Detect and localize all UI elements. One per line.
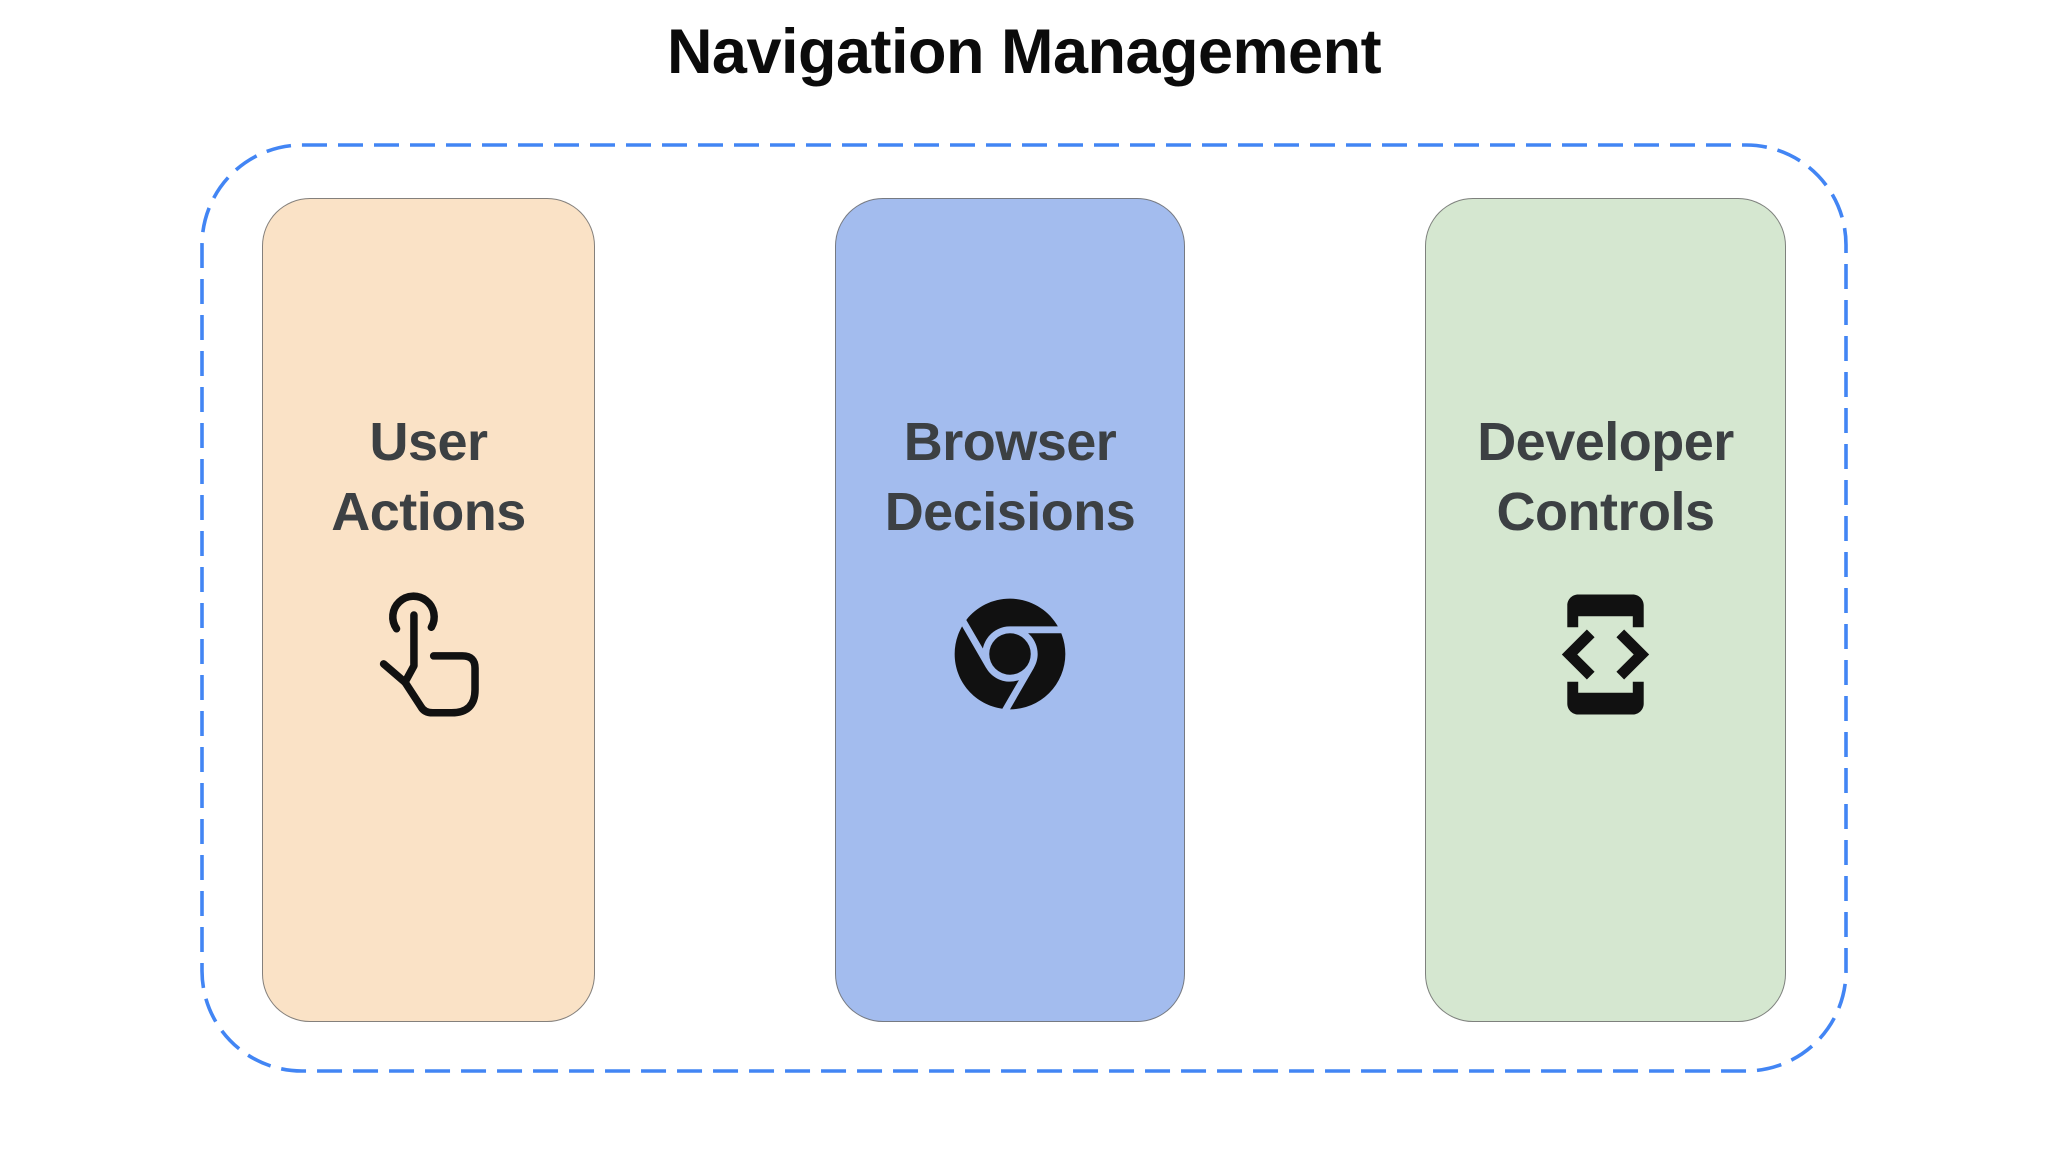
dashed-group-border	[200, 143, 1848, 1073]
card-developer-controls: Developer Controls	[1425, 198, 1786, 1022]
page-title: Navigation Management	[666, 17, 1382, 87]
dashed-border-drawing	[200, 143, 1848, 1073]
touch-gesture-icon	[365, 569, 492, 739]
card-user-actions: User Actions	[262, 198, 595, 1022]
card-user-actions-label: User Actions	[331, 412, 526, 542]
card-browser-decisions: Browser Decisions	[835, 198, 1185, 1022]
developer-mode-icon	[1540, 569, 1671, 739]
cards-row: User Actions Browser Decisions Developer…	[200, 198, 1848, 1022]
navigation-management-group: User Actions Browser Decisions Developer…	[200, 143, 1848, 1073]
card-developer-controls-label: Developer Controls	[1477, 412, 1734, 542]
card-browser-decisions-label: Browser Decisions	[884, 412, 1136, 542]
chrome-icon	[927, 569, 1093, 739]
